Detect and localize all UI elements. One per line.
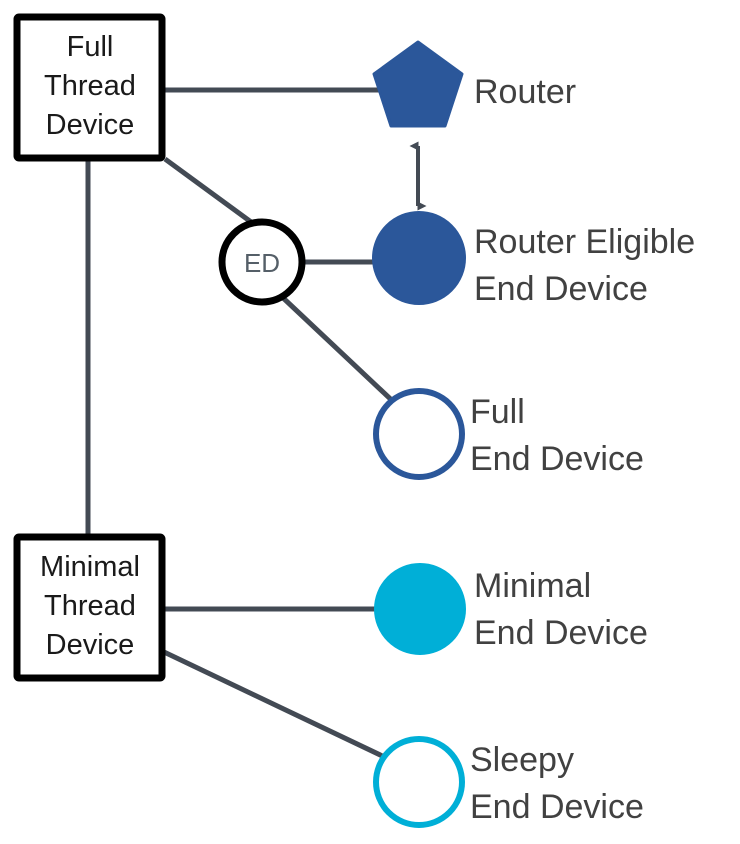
node-end-device[interactable]: ED [218, 218, 306, 306]
node-minimal-end-device[interactable]: Minimal End Device [374, 563, 648, 655]
node-minimal-thread-device[interactable]: Minimal Thread Device [13, 533, 166, 682]
connector-ed-to-fed [278, 293, 402, 410]
node-sleepy-end-device[interactable]: Sleepy End Device [373, 736, 644, 828]
sleepy-end-device-label-line-2: End Device [470, 788, 644, 826]
router-eligible-end-device-label-line-1: Router Eligible [474, 223, 695, 261]
full-end-device-circle[interactable] [373, 388, 465, 480]
full-thread-device-label-line-2: Thread [44, 70, 136, 102]
minimal-thread-device-label-line-2: Thread [44, 590, 136, 622]
node-full-thread-device[interactable]: Full Thread Device [13, 13, 166, 162]
minimal-end-device-circle[interactable] [374, 563, 466, 655]
router-pentagon-icon[interactable] [372, 40, 464, 128]
minimal-end-device-label-line-1: Minimal [474, 567, 591, 605]
full-thread-device-label-line-3: Device [46, 109, 135, 141]
full-end-device-label-line-2: End Device [470, 440, 644, 478]
minimal-end-device-label-line-2: End Device [474, 614, 648, 652]
minimal-thread-device-label-line-1: Minimal [40, 551, 140, 583]
sleepy-end-device-label-line-1: Sleepy [470, 741, 574, 779]
full-thread-device-label-line-1: Full [67, 31, 114, 63]
connector-lines [85, 87, 427, 765]
router-eligible-end-device-label-line-2: End Device [474, 270, 648, 308]
router-eligible-end-device-circle[interactable] [372, 211, 466, 305]
node-full-end-device[interactable]: Full End Device [373, 388, 644, 480]
end-device-circle[interactable] [218, 218, 306, 306]
end-device-label: ED [244, 248, 280, 278]
router-label-line-1: Router [474, 73, 576, 111]
full-end-device-label-line-1: Full [470, 393, 525, 431]
node-router[interactable]: Router [372, 40, 576, 128]
minimal-thread-device-box[interactable] [13, 533, 166, 682]
node-router-eligible-end-device[interactable]: Router Eligible End Device [372, 211, 695, 308]
minimal-thread-device-label-line-3: Device [46, 629, 135, 661]
connector-mtd-to-sed [162, 649, 397, 765]
sleepy-end-device-circle[interactable] [373, 736, 465, 828]
full-thread-device-box[interactable] [13, 13, 166, 162]
connector-ftd-to-ed [163, 156, 264, 233]
